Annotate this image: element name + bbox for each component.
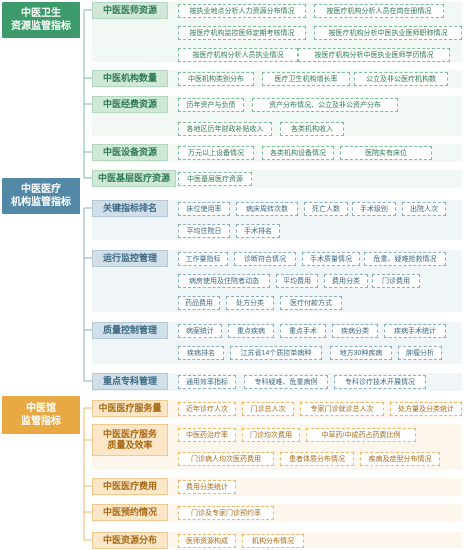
indicator-item: 门诊费用 bbox=[372, 274, 420, 288]
indicator-item: 公立及非公医疗机构数 bbox=[354, 72, 448, 86]
indicator-item: 病床周转次数 bbox=[236, 202, 298, 216]
indicator-item: 手术级别 bbox=[352, 202, 396, 216]
indicator-item: 中医药治疗率 bbox=[178, 428, 236, 442]
indicator-item: 处方分类 bbox=[226, 296, 274, 310]
indicator-item: 中医机构类别分布 bbox=[178, 72, 254, 86]
subcategory-label: 中医医疗费用 bbox=[92, 478, 168, 495]
indicator-item: 按医疗机构分析中医执业医师职称情况 bbox=[314, 26, 462, 40]
indicator-item: 床位使用率 bbox=[178, 202, 230, 216]
indicator-item: 危重、疑难抢救情况 bbox=[364, 252, 446, 266]
indicator-item: 重点手术 bbox=[280, 324, 326, 338]
indicator-item: 按医疗机构分析中医执业医师学历情况 bbox=[298, 48, 450, 62]
subcategory-label: 重点专科管理 bbox=[92, 373, 168, 390]
indicator-item: 平均费用 bbox=[276, 274, 318, 288]
indicator-item: 门诊总人次 bbox=[242, 402, 294, 416]
indicator-item: 近年诊疗人次 bbox=[178, 402, 236, 416]
indicator-item: 专家门诊就诊总人次 bbox=[300, 402, 384, 416]
category-orange: 中医馆 监管指标 bbox=[2, 396, 80, 434]
indicator-item: 病房使用及住院者动态 bbox=[178, 274, 270, 288]
indicator-item: 各类机构设备情况 bbox=[262, 146, 334, 160]
indicator-item: 疾病及症型分布情况 bbox=[360, 452, 440, 466]
indicator-item: 按医疗机构分析人员执业情况 bbox=[178, 48, 298, 62]
indicator-item: 疾病排名 bbox=[178, 346, 224, 360]
indicator-item: 历年资产与负债 bbox=[178, 98, 244, 112]
indicator-item: 资产分布情况、公立及非公资产分布 bbox=[252, 98, 398, 112]
indicator-item: 门诊及专家门诊预约率 bbox=[178, 506, 274, 520]
indicator-item: 患者体质分布情况 bbox=[280, 452, 354, 466]
indicator-item: 工作量指标 bbox=[178, 252, 228, 266]
indicator-item: 按医疗机构监控医师定期考核情况 bbox=[178, 26, 306, 40]
indicator-item: 各地区历年财政补贴收入 bbox=[178, 122, 272, 136]
indicator-item: 平均住院日 bbox=[178, 224, 230, 238]
indicator-item: 机构分布情况 bbox=[242, 534, 304, 548]
indicator-item: 医疗卫生机构增长率 bbox=[262, 72, 350, 86]
subcategory-label: 中医机构数量 bbox=[92, 70, 168, 87]
subcategory-label: 关键指标排名 bbox=[92, 200, 168, 217]
indicator-item: 医院实有床位 bbox=[340, 146, 432, 160]
indicator-item: 处方量及分类统计 bbox=[390, 402, 462, 416]
subcategory-label: 中医基层医疗资源 bbox=[92, 170, 176, 187]
indicator-item: 中草药/中成药占药费比例 bbox=[306, 428, 416, 442]
indicator-item: 门诊均次费用 bbox=[242, 428, 300, 442]
subcategory-label: 中医经费资源 bbox=[92, 96, 168, 113]
subcategory-label: 运行监控管理 bbox=[92, 250, 168, 267]
indicator-item: 地方30种疾病 bbox=[330, 346, 392, 360]
subcategory-label: 质量控制管理 bbox=[92, 322, 168, 339]
indicator-item: 死亡人数 bbox=[304, 202, 348, 216]
indicator-item: 按医疗机构分析人员在岗在册情况 bbox=[314, 4, 444, 18]
indicator-item: 疾病分类 bbox=[332, 324, 378, 338]
indicator-item: 病案统计 bbox=[178, 324, 222, 338]
subcategory-label: 中医预约情况 bbox=[92, 504, 168, 521]
indicator-item: 专科诊疗技术开展情况 bbox=[334, 375, 426, 389]
subcategory-label: 中医医疗服务量 bbox=[92, 400, 168, 417]
indicator-item: 通用效率指标 bbox=[178, 375, 236, 389]
indicator-item: 手术排名 bbox=[236, 224, 280, 238]
indicator-item: 万元以上设备情况 bbox=[178, 146, 254, 160]
indicator-item: 重点疾病 bbox=[228, 324, 274, 338]
indicator-item: 各类机构收入 bbox=[280, 122, 344, 136]
indicator-item: 费用分类统计 bbox=[178, 480, 236, 494]
category-blue: 中医医疗 机构监管指标 bbox=[2, 178, 80, 214]
indicator-item: 专科疑难、危重病例 bbox=[244, 375, 328, 389]
indicator-item: 医师资源构成 bbox=[178, 534, 236, 548]
indicator-item: 药品费用 bbox=[178, 296, 220, 310]
indicator-item: 出院人次 bbox=[402, 202, 446, 216]
indicator-item: 按执业地点分析人力资源分布情况 bbox=[178, 4, 306, 18]
indicator-item: 医疗付款方式 bbox=[280, 296, 342, 310]
indicator-item: 诊断符合情况 bbox=[234, 252, 296, 266]
subcategory-label: 中医医疗服务 质量及效率 bbox=[92, 424, 168, 456]
subcategory-label: 中医医师资源 bbox=[92, 2, 168, 19]
indicator-item: 疾病手术统计 bbox=[384, 324, 446, 338]
category-green: 中医卫生 资源监管指标 bbox=[2, 2, 80, 38]
subcategory-label: 中医设备资源 bbox=[92, 144, 168, 161]
indicator-item: 肿瘤分析 bbox=[398, 346, 442, 360]
indicator-item: 费用分类 bbox=[324, 274, 368, 288]
indicator-item: 江苏省14个质控单病种 bbox=[230, 346, 322, 360]
subcategory-label: 中医资源分布 bbox=[92, 532, 168, 549]
indicator-item: 中医基层医疗资源 bbox=[178, 172, 252, 186]
indicator-item: 手术质量情况 bbox=[302, 252, 360, 266]
indicator-item: 门诊病人均次医药费用 bbox=[178, 452, 274, 466]
